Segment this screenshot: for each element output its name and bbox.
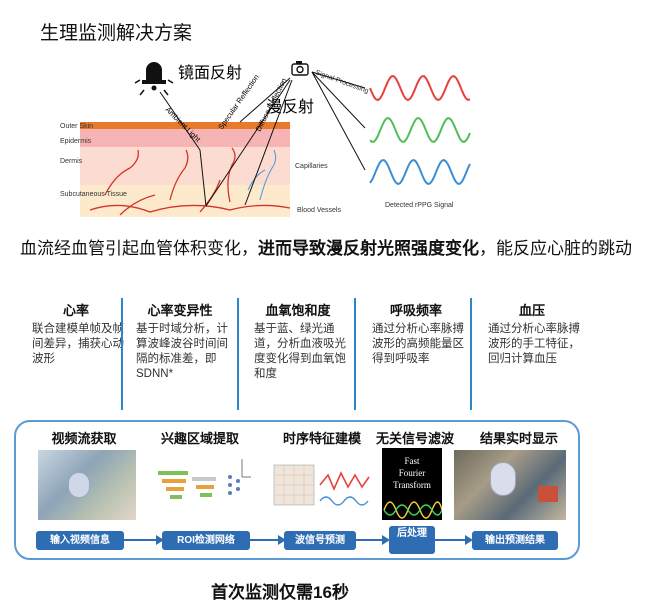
label-specular-cn: 镜面反射 xyxy=(178,63,242,82)
metric-spo2: 血氧饱和度 基于蓝、绿光通道，分析血液吸光度变化得到血氧饱和度 xyxy=(244,300,352,412)
green-signal-wave xyxy=(369,116,471,144)
temporal-model-image xyxy=(273,464,370,506)
layer-label-epidermis: Epidermis xyxy=(60,138,92,145)
metric-desc: 通过分析心率脉搏波形的高频能量区得到呼吸率 xyxy=(372,323,464,365)
metric-desc: 基于时域分析，计算波峰波谷时间间隔的标准差，即SDNN* xyxy=(136,323,228,380)
step-postprocess: 后处理 xyxy=(389,526,435,554)
step-input-video: 输入视频信息 xyxy=(36,531,124,550)
metric-hrv: 心率变异性 基于时域分析，计算波峰波谷时间间隔的标准差，即SDNN* xyxy=(126,300,234,412)
rppg-skin-diagram: 镜面反射 漫反射 Ambient Light Specular Reflecti… xyxy=(60,61,471,217)
explain-part1: 血流经血管引起血管体积变化， xyxy=(20,239,258,258)
metric-title: 血压 xyxy=(518,303,545,318)
metric-title: 呼吸频率 xyxy=(389,303,442,318)
stage-title: 兴趣区域提取 xyxy=(160,431,239,446)
layer-label-outer-skin: Outer Skin xyxy=(60,123,93,130)
metric-title: 心率变异性 xyxy=(147,303,213,318)
result-display-image xyxy=(454,450,566,520)
label-diffuse-cn: 漫反射 xyxy=(266,98,314,116)
face-placeholder-icon xyxy=(490,462,516,496)
dermis-layer xyxy=(80,147,290,185)
arrow-icon xyxy=(356,535,390,545)
step-output-result: 输出预测结果 xyxy=(472,531,558,550)
page-title: 生理监测解决方案 xyxy=(40,23,193,44)
divider xyxy=(121,298,123,410)
fft-text-fourier: Fourier xyxy=(399,468,426,478)
outer-skin-layer xyxy=(80,122,290,129)
footer-note: 首次监测仅需16秒 xyxy=(211,583,349,602)
metric-desc: 基于蓝、绿光通道，分析血液吸光度变化得到血氧饱和度 xyxy=(254,323,346,380)
stage-title: 视频流获取 xyxy=(51,431,117,446)
metric-desc: 联合建模单帧及帧间差异，捕获心动波形 xyxy=(32,323,124,365)
explain-part2-bold: 进而导致漫反射光照强度变化 xyxy=(258,239,479,258)
divider xyxy=(354,298,356,410)
fft-text-fast: Fast xyxy=(404,456,420,466)
metric-title: 血氧饱和度 xyxy=(265,303,331,318)
arrow-icon xyxy=(435,535,473,545)
signal-arrows xyxy=(311,71,366,171)
face-placeholder-icon xyxy=(68,472,90,498)
pipeline-panel xyxy=(14,420,580,560)
capillaries-label: Capillaries xyxy=(295,163,328,170)
step-wave-predict: 波信号预测 xyxy=(284,531,356,550)
layer-label-subcutaneous: Subcutaneous Tissue xyxy=(60,191,127,198)
lamp-icon xyxy=(134,62,174,96)
stage-title: 结果实时显示 xyxy=(479,431,558,446)
stage-title: 时序特征建模 xyxy=(282,431,361,446)
blood-vessels-label: Blood Vessels xyxy=(297,207,341,214)
arrow-icon xyxy=(250,535,286,545)
epidermis-layer xyxy=(80,129,290,147)
explain-part3: ，能反应心脏的跳动 xyxy=(479,239,632,258)
detected-signal-label: Detected rPPG Signal xyxy=(385,202,454,209)
step-roi-network: ROI检测网络 xyxy=(162,531,250,550)
fft-text-transform: Transform xyxy=(393,480,431,490)
blue-signal-wave xyxy=(369,158,471,186)
stats-overlay xyxy=(538,486,558,502)
metric-heart-rate: 心率 联合建模单帧及帧间差异，捕获心动波形 xyxy=(22,300,130,412)
fft-image: Fast Fourier Transform xyxy=(382,448,442,520)
metric-title: 心率 xyxy=(62,303,89,318)
divider xyxy=(237,298,239,410)
metric-respiration: 呼吸频率 通过分析心率脉搏波形的高频能量区得到呼吸率 xyxy=(362,300,470,412)
divider xyxy=(470,298,472,410)
light-rays xyxy=(159,77,293,207)
metric-blood-pressure: 血压 通过分析心率脉搏波形的手工特征，回归计算血压 xyxy=(478,300,586,412)
video-frame-image xyxy=(38,450,136,520)
red-signal-wave xyxy=(369,75,471,102)
explanation-text: 血流经血管引起血管体积变化，进而导致漫反射光照强度变化，能反应心脏的跳动 xyxy=(20,234,632,264)
arrow-icon xyxy=(124,535,164,545)
camera-icon xyxy=(291,61,309,76)
subcutaneous-layer xyxy=(80,185,290,217)
roi-network-image xyxy=(158,459,251,499)
layer-label-dermis: Dermis xyxy=(60,158,83,165)
metric-desc: 通过分析心率脉搏波形的手工特征，回归计算血压 xyxy=(488,323,580,365)
stage-title: 无关信号滤波 xyxy=(375,431,454,446)
